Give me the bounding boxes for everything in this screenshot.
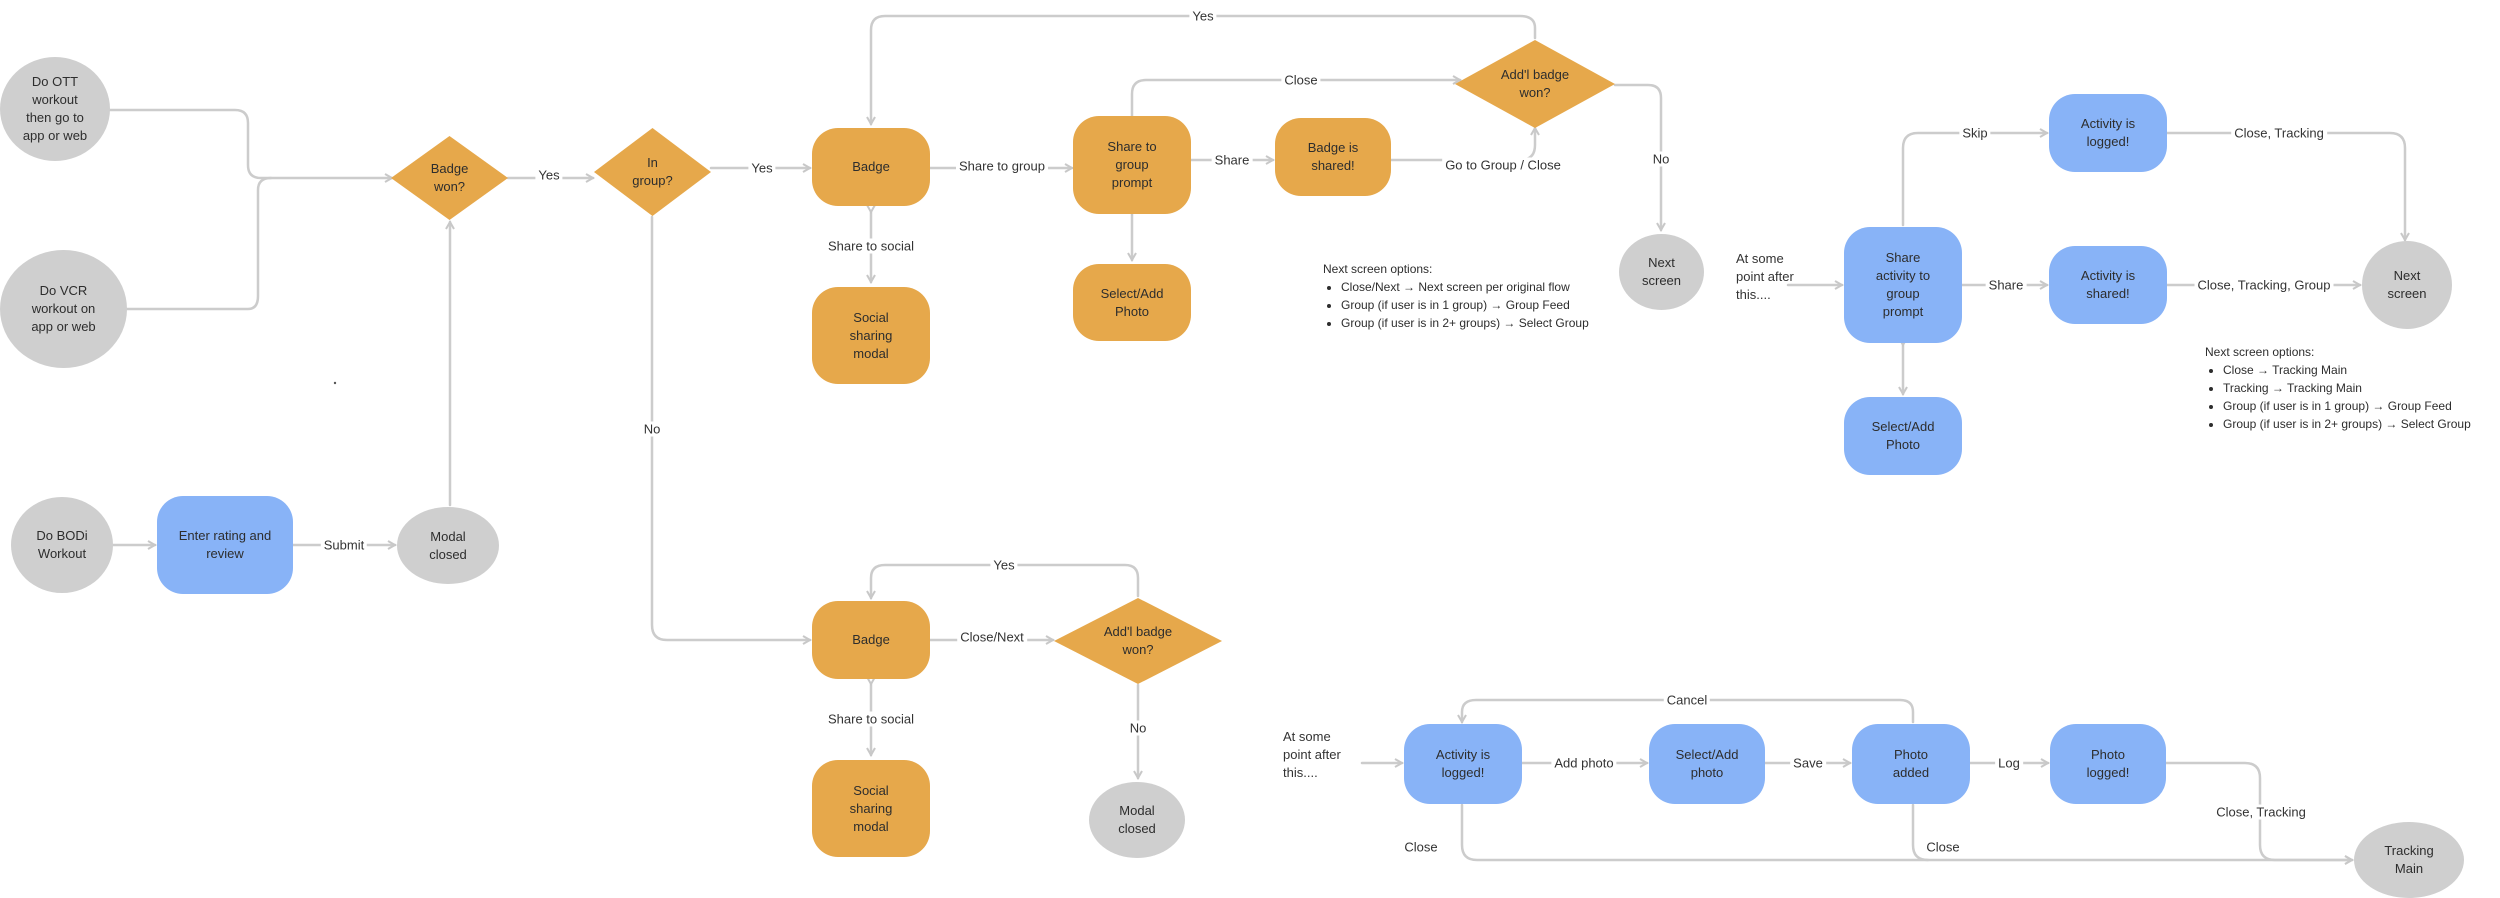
label-submit: Submit [320, 537, 368, 553]
note-2-item: Group (if user is in 2+ groups) → Select… [2223, 415, 2495, 433]
in-group-label: In group? [632, 155, 673, 188]
label-close-tracking: Close, Tracking [2231, 125, 2327, 141]
label-skip: Skip [1959, 125, 1991, 141]
label-share-right: Share [1985, 277, 2027, 293]
node-activity-logged-2: Activity is logged! [1404, 724, 1522, 804]
edge-close-bottom-2 [1911, 803, 1930, 862]
edge-share-activity-skip [1901, 133, 2047, 227]
node-next-screen-1: Next screen [1619, 234, 1704, 310]
node-in-group: In group? [594, 128, 711, 216]
note-2-item: Group (if user is in 1 group) → Group Fe… [2223, 397, 2495, 415]
note-1-item: Close/Next → Next screen per original fl… [1341, 278, 1653, 296]
node-enter-rating: Enter rating and review [157, 496, 293, 594]
node-tracking-main: Tracking Main [2354, 822, 2464, 898]
next-screen-note-1: Next screen options: Close/Next → Next s… [1323, 260, 1653, 332]
note-2-item: Close → Tracking Main [2223, 361, 2495, 379]
at-some-point-text-2: At some point after this.... [1283, 729, 1341, 780]
note-1-item: Group (if user is in 2+ groups) → Select… [1341, 314, 1653, 332]
node-photo-added: Photo added [1852, 724, 1970, 804]
edge-share-prompt-close [1130, 80, 1460, 118]
addl-badge-1-label: Add'l badge won? [1500, 67, 1570, 100]
node-ott-workout: Do OTT workout then go to app or web [0, 57, 110, 161]
node-select-photo-2: Select/Add Photo [1844, 397, 1962, 475]
label-close-top: Close [1281, 72, 1321, 88]
label-log: Log [1995, 755, 2023, 771]
label-add-photo: Add photo [1551, 755, 1617, 771]
label-close-tracking-group: Close, Tracking, Group [2194, 277, 2334, 293]
note-2-title: Next screen options: [2205, 345, 2315, 359]
edge-close-bottom [1460, 803, 2352, 860]
node-badge-won: Badge won? [391, 136, 508, 220]
label-yes-lower: Yes [990, 557, 1018, 573]
label-share-to-group: Share to group [955, 158, 1049, 174]
node-vcr-workout: Do VCR workout on app or web [0, 250, 127, 368]
stray-dot [333, 381, 337, 385]
label-share-to-social-2: Share to social [825, 711, 917, 727]
badge-won-label: Badge won? [430, 161, 469, 194]
edge-addl-no [1613, 83, 1661, 230]
addl-badge-2-label: Add'l badge won? [1103, 624, 1173, 657]
edge-in-group-no [650, 215, 810, 640]
node-badge-1: Badge [812, 128, 930, 206]
node-bodi-workout: Do BODi Workout [11, 497, 113, 593]
next-screen-note-2: Next screen options: Close → Tracking Ma… [2205, 343, 2495, 433]
label-go-to-group: Go to Group / Close [1442, 157, 1564, 173]
node-activity-logged-1: Activity is logged! [2049, 94, 2167, 172]
label-close-bottom-1: Close [1401, 839, 1441, 855]
at-some-point-text-1: At some point after this.... [1736, 251, 1794, 302]
node-addl-badge-2: Add'l badge won? [1054, 598, 1222, 684]
node-select-photo-3: Select/Add photo [1649, 724, 1765, 804]
note-1-item: Group (if user is in 1 group) → Group Fe… [1341, 296, 1653, 314]
label-yes-in-group: Yes [748, 160, 776, 176]
node-badge-shared: Badge is shared! [1275, 118, 1391, 196]
node-share-activity: Share activity to group prompt [1844, 227, 1962, 343]
node-social-modal-1: Social sharing modal [812, 287, 930, 384]
edge-shared-to-addl [1389, 128, 1535, 162]
node-addl-badge-1: Add'l badge won? [1455, 40, 1615, 128]
label-share: Share [1211, 152, 1253, 168]
label-yes-badge-won: Yes [535, 167, 563, 183]
edge-addl-yes [871, 14, 1537, 124]
node-photo-logged: Photo logged! [2050, 724, 2166, 804]
edge-logged-close-tracking [2165, 131, 2405, 240]
node-social-modal-2: Social sharing modal [812, 760, 930, 857]
label-close-bottom-2: Close [1923, 839, 1963, 855]
node-activity-shared: Activity is shared! [2049, 246, 2167, 324]
note-1-title: Next screen options: [1323, 262, 1433, 276]
node-share-prompt: Share to group prompt [1073, 116, 1191, 214]
label-close-tracking-bottom: Close, Tracking [2213, 804, 2309, 820]
label-close-next: Close/Next [957, 629, 1027, 645]
node-badge-2: Badge [812, 601, 930, 679]
node-next-screen-2: Next screen [2362, 241, 2452, 329]
label-no-in-group: No [640, 421, 664, 437]
label-save: Save [1790, 755, 1826, 771]
edge-ott-to-badge-won [108, 108, 392, 178]
label-no-addl-1: No [1649, 151, 1673, 167]
node-modal-closed-2: Modal closed [1089, 782, 1185, 858]
label-cancel: Cancel [1663, 692, 1711, 708]
edge-vcr-to-badge-won [125, 176, 273, 311]
label-yes-top: Yes [1189, 8, 1217, 24]
node-select-photo-1: Select/Add Photo [1073, 264, 1191, 341]
label-no-addl-2: No [1126, 720, 1150, 736]
note-2-item: Tracking → Tracking Main [2223, 379, 2495, 397]
label-share-to-social-1: Share to social [825, 238, 917, 254]
node-modal-closed-1: Modal closed [397, 507, 499, 584]
